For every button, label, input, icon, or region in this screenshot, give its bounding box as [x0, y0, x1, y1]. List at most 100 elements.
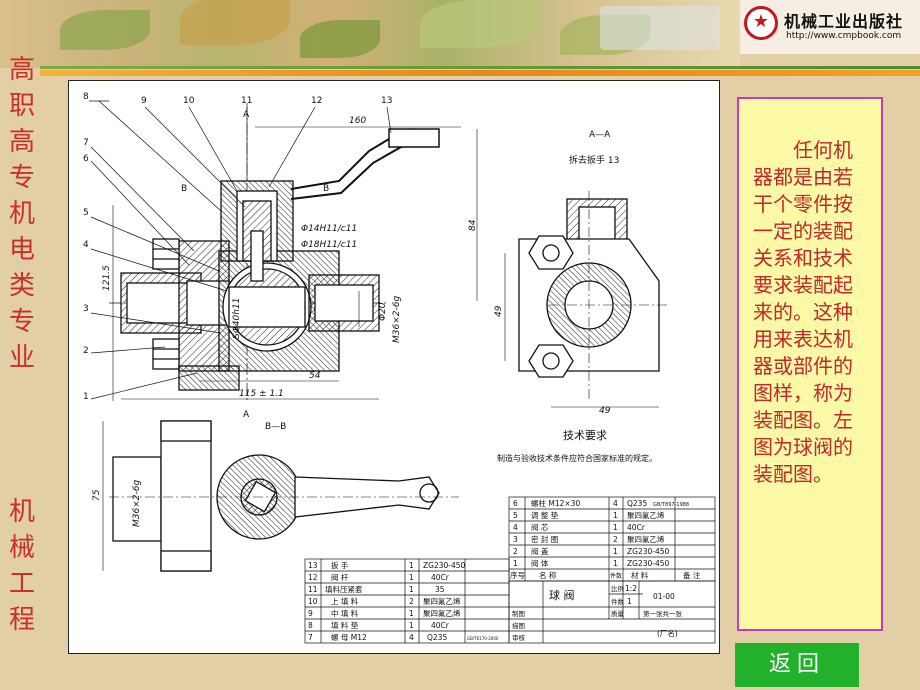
leaf-decoration: [180, 0, 290, 45]
side-title-upper: 高 职 高 专 机 电 类 专 业: [6, 52, 38, 376]
callout-8: 8: [83, 92, 89, 102]
dim-fit-18: Φ18H11/c11: [301, 240, 357, 250]
bom-cell: 12: [308, 573, 318, 582]
bom-cell: 5: [513, 511, 518, 520]
ball-valve-drawing-svg: 8 9 10 11 12 13 7 6 5 4 3 2 1 A A B B 16…: [83, 92, 716, 644]
dim-phi20: Φ20: [378, 302, 388, 321]
bom-header-cell: 名 称: [539, 570, 557, 580]
bom-cell: 聚四氟乙烯: [423, 608, 461, 618]
bom-cell: 填 料 垫: [331, 620, 359, 630]
title-block: 球 阀 比例 1:2 件数 1 01-00 质量 第一张共一张 制图 描图 审核…: [512, 584, 683, 642]
side-title-char: 机: [8, 497, 35, 527]
header-rule-green: [40, 66, 920, 69]
dim-49-vertical: 49: [494, 305, 504, 317]
dim-75: 75: [92, 489, 102, 501]
bom-cell: 1: [409, 561, 414, 570]
section-mark-b-left: B: [181, 184, 187, 194]
side-title-char: 工: [8, 569, 35, 599]
side-title-lower: 机 械 工 程: [6, 494, 38, 638]
bom-left-rows: 13 扳 手 1 ZG230-450 12 阀 杆 1 40Cr 11 填料压紧…: [308, 560, 499, 642]
bom-cell: 35: [435, 585, 445, 594]
side-title-char: 专: [8, 163, 35, 193]
bom-cell: 7: [308, 633, 313, 642]
weight-label: 质量: [611, 609, 625, 618]
bom-header-cell: 材 料: [631, 570, 649, 580]
bom-header-cell: 件数: [610, 572, 622, 580]
bom-cell: Q235: [627, 499, 647, 508]
bom-right-rows: 6 螺柱 M12×30 4 Q235 GB/T897-1988 5 调 整 垫 …: [510, 498, 701, 580]
callout-11: 11: [241, 96, 252, 106]
dim-ball: SΦ40h11: [232, 298, 242, 339]
tech-requirement-text: 制造与验收技术条件应符合国家标准的规定。: [497, 453, 657, 463]
bom-cell: 2: [409, 597, 414, 606]
side-title-char: 业: [8, 343, 35, 373]
dim-160: 160: [349, 116, 366, 126]
callout-2: 2: [83, 346, 89, 356]
sky-patch: [600, 6, 720, 50]
dimension-lines: [112, 126, 478, 401]
part-name: 球 阀: [549, 588, 575, 602]
bom-cell: 4: [513, 523, 518, 532]
dim-thread-top: M36×2-6g: [132, 480, 142, 527]
count-label: 件数: [611, 597, 625, 606]
back-button[interactable]: 返回: [735, 643, 859, 687]
b-b-labels: B—B 75 M36×2-6g: [92, 422, 286, 527]
callout-numbers: 8 9 10 11 12 13 7 6 5 4 3 2 1 A A B B: [83, 92, 392, 420]
section-b-b-view: [109, 420, 459, 572]
bom-cell: 扳 手: [331, 560, 349, 570]
bom-cell: 8: [308, 621, 313, 630]
bom-header-cell: 备 注: [683, 570, 701, 580]
bom-cell: 聚四氟乙烯: [423, 596, 461, 606]
dim-54: 54: [309, 371, 321, 381]
callout-4: 4: [83, 240, 89, 250]
front-section-view: [109, 103, 440, 401]
bom-grid: [304, 496, 716, 644]
callout-9: 9: [141, 96, 147, 106]
count-value: 1: [627, 597, 632, 606]
bom-cell: 中 填 料: [331, 608, 359, 618]
bom-cell: ZG230-450: [627, 547, 670, 556]
bom-cell: 1: [613, 511, 618, 520]
bom-cell: 11: [308, 585, 318, 594]
side-title-char: 机: [8, 199, 35, 229]
bom-cell: 2: [613, 535, 618, 544]
side-title-char: 职: [8, 91, 35, 121]
side-title-char: 专: [8, 307, 35, 337]
callout-7: 7: [83, 138, 89, 148]
section-a-a-view: [518, 191, 669, 401]
publisher-url: http://www.cmpbook.com: [786, 31, 902, 41]
bom-cell: ZG230-450: [423, 561, 466, 570]
publisher-emblem-icon: ★: [744, 6, 778, 40]
bom-cell: 聚四氟乙烯: [627, 534, 665, 544]
dimension-texts: 160 84 121.5 54 115 ± 1.1 Φ14H11/c11 Φ18…: [102, 116, 478, 399]
section-a-a-label: A—A: [589, 130, 611, 140]
callout-6: 6: [83, 154, 89, 164]
bom-cell: 调 整 垫: [531, 510, 559, 520]
bom-cell: 1: [513, 559, 518, 568]
callout-3: 3: [83, 304, 89, 314]
side-dimension-lines: [504, 253, 659, 408]
drawing-number: 01-00: [653, 592, 675, 601]
bom-cell: 9: [308, 609, 313, 618]
bom-header-cell: 序号: [510, 570, 525, 580]
made-by: 制图: [512, 609, 525, 618]
side-title-char: 械: [8, 533, 35, 563]
bom-cell: 密 封 圈: [531, 534, 558, 544]
section-mark-a-bottom: A: [243, 410, 250, 420]
assembly-drawing: 8 9 10 11 12 13 7 6 5 4 3 2 1 A A B B 16…: [68, 80, 720, 654]
bom-cell: 阀 盖: [531, 546, 549, 556]
bom-cell: 3: [513, 535, 518, 544]
bom-cell: 螺柱 M12×30: [531, 498, 580, 508]
callout-5: 5: [83, 208, 89, 218]
bom-cell: Q235: [427, 633, 447, 642]
drawn-by: 描图: [512, 621, 525, 630]
bom-cell: ZG230-450: [627, 559, 670, 568]
dim-121-5: 121.5: [102, 265, 112, 291]
side-title-char: 高: [8, 127, 35, 157]
callout-13: 13: [381, 96, 392, 106]
bom-cell: 填料压紧套: [325, 584, 363, 594]
bom-cell: 40Cr: [431, 573, 450, 582]
bom-cell: GB/T897-1988: [653, 502, 689, 508]
callout-10: 10: [183, 96, 195, 106]
bom-cell: 1: [409, 585, 414, 594]
